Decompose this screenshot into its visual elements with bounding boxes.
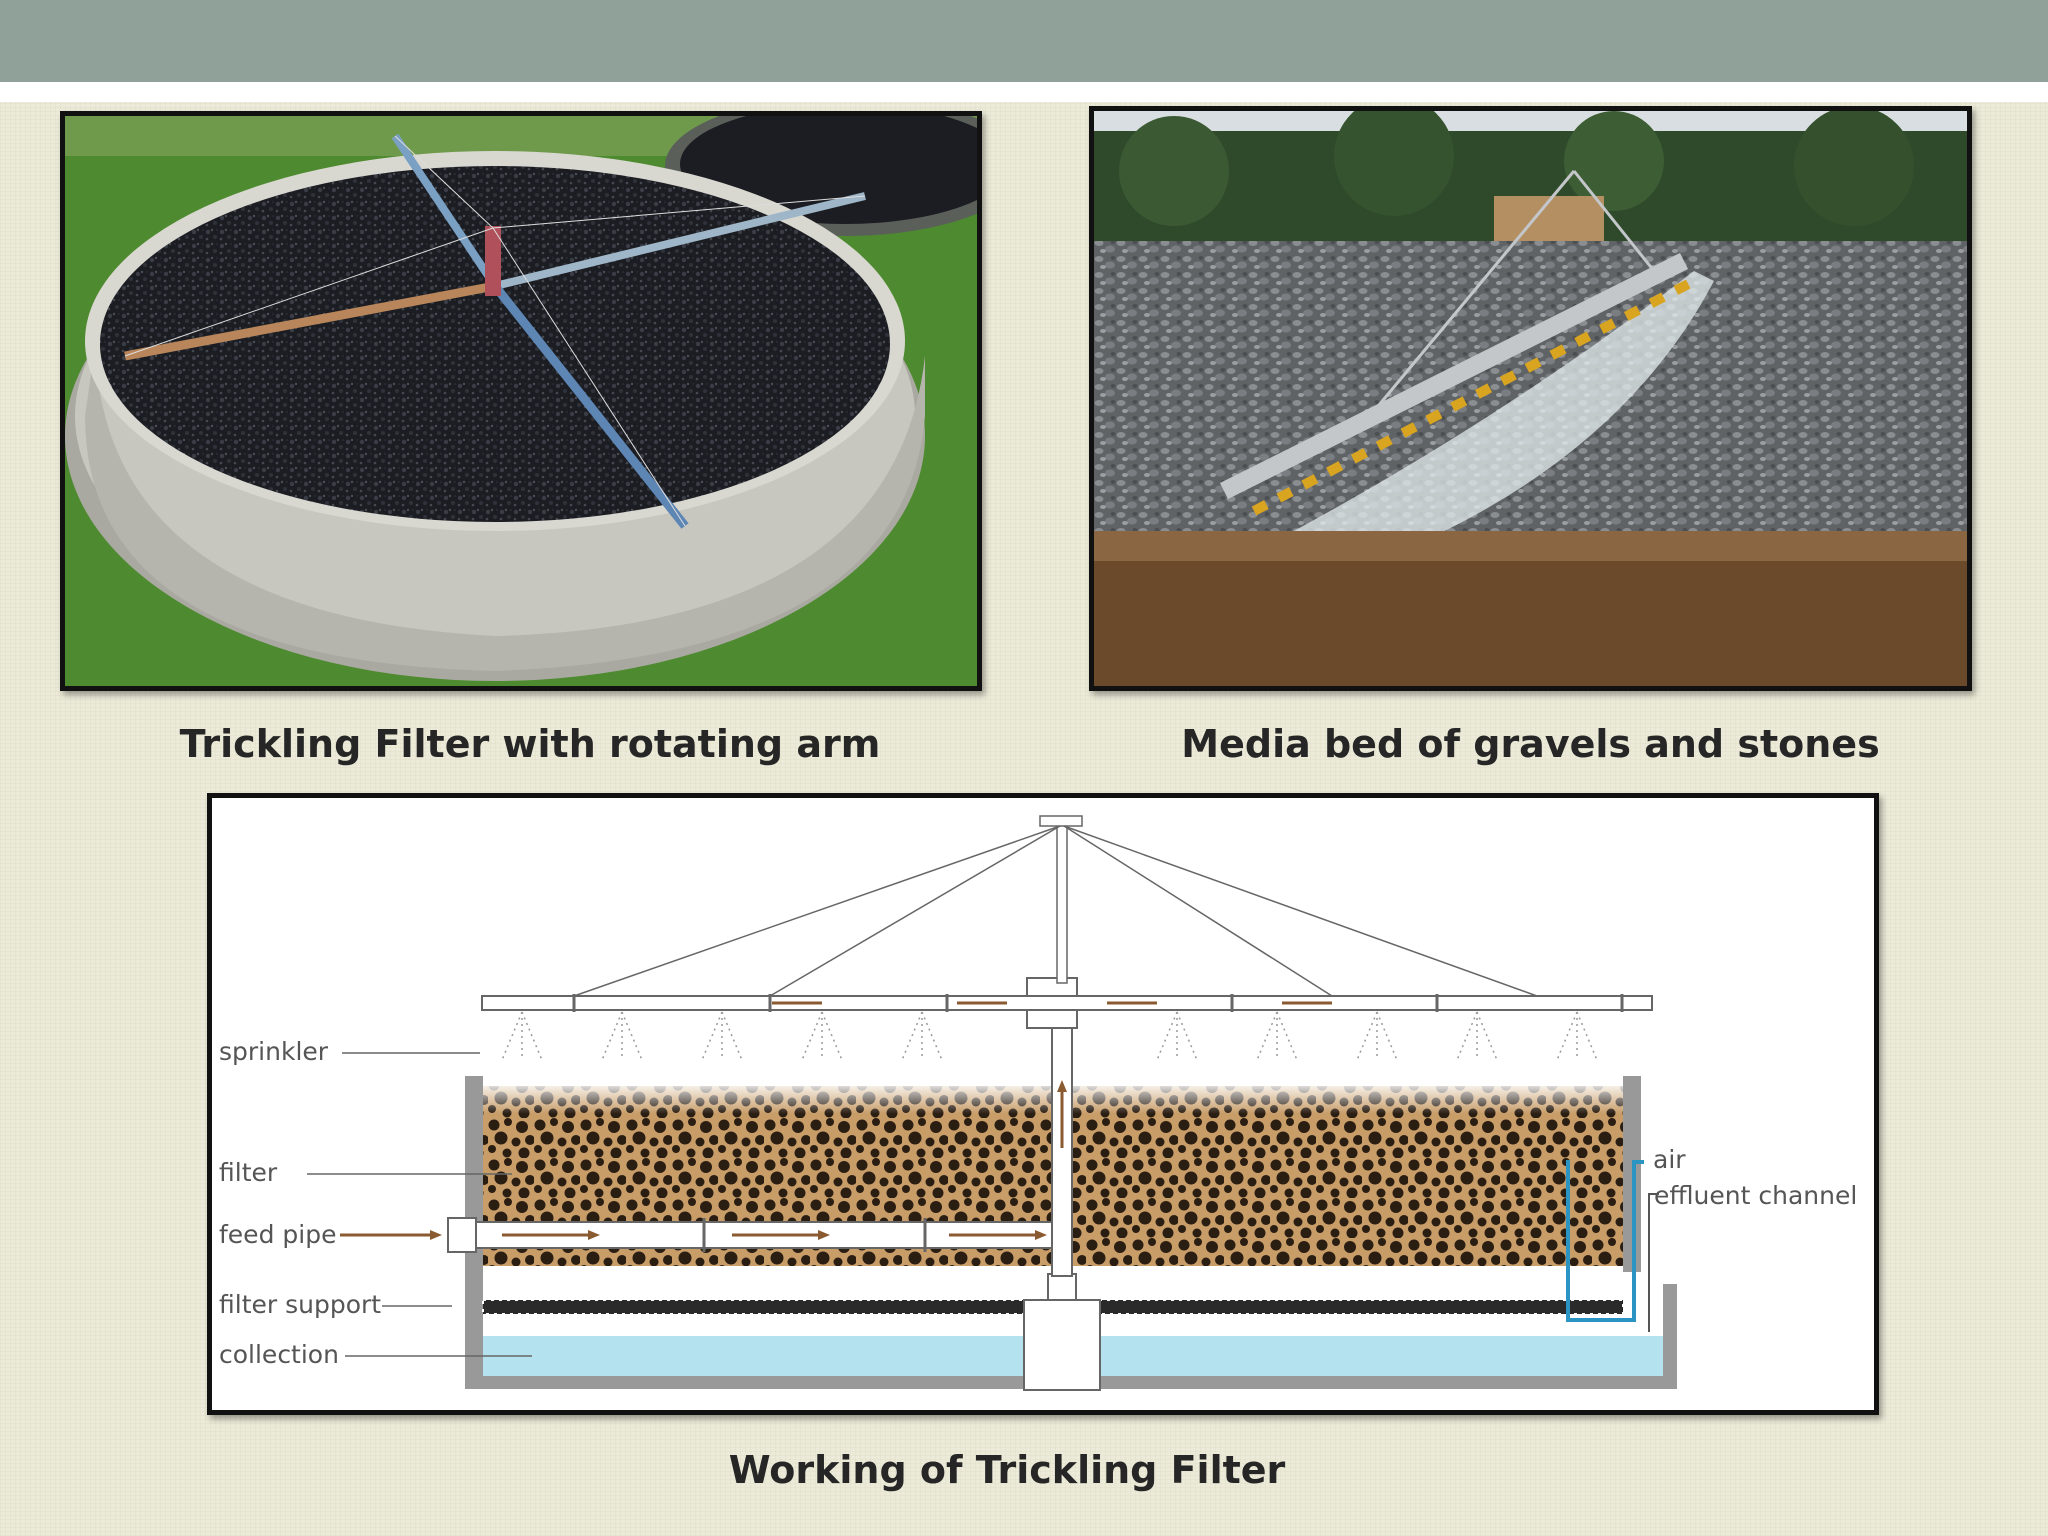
sprinkler-arm	[481, 995, 1653, 1011]
photo-trickling-filter-rotating-arm	[60, 111, 982, 691]
guy-wires	[573, 825, 1538, 997]
label-sprinkler: sprinkler	[219, 1037, 329, 1066]
caption-diagram: Working of Trickling Filter	[728, 1448, 1286, 1492]
label-collection: collection	[219, 1340, 339, 1369]
label-filter-support: filter support	[219, 1290, 381, 1319]
photo-media-bed-gravel	[1089, 106, 1972, 691]
label-feed-pipe: feed pipe	[219, 1220, 336, 1249]
air-pipe	[1566, 1160, 1644, 1322]
title-bar-divider	[0, 82, 2048, 102]
diagram-trickling-filter: sprinkler filter feed pipe filter suppor…	[207, 793, 1879, 1415]
label-effluent-channel: effluent channel	[1654, 1181, 1857, 1210]
title-bar	[0, 0, 2048, 82]
label-filter: filter	[219, 1158, 278, 1187]
caption-photo-1: Trickling Filter with rotating arm	[179, 722, 881, 766]
caption-photo-2: Media bed of gravels and stones	[1181, 722, 1880, 766]
sprinkler-spray	[501, 1011, 1598, 1061]
label-air: air	[1653, 1145, 1686, 1174]
